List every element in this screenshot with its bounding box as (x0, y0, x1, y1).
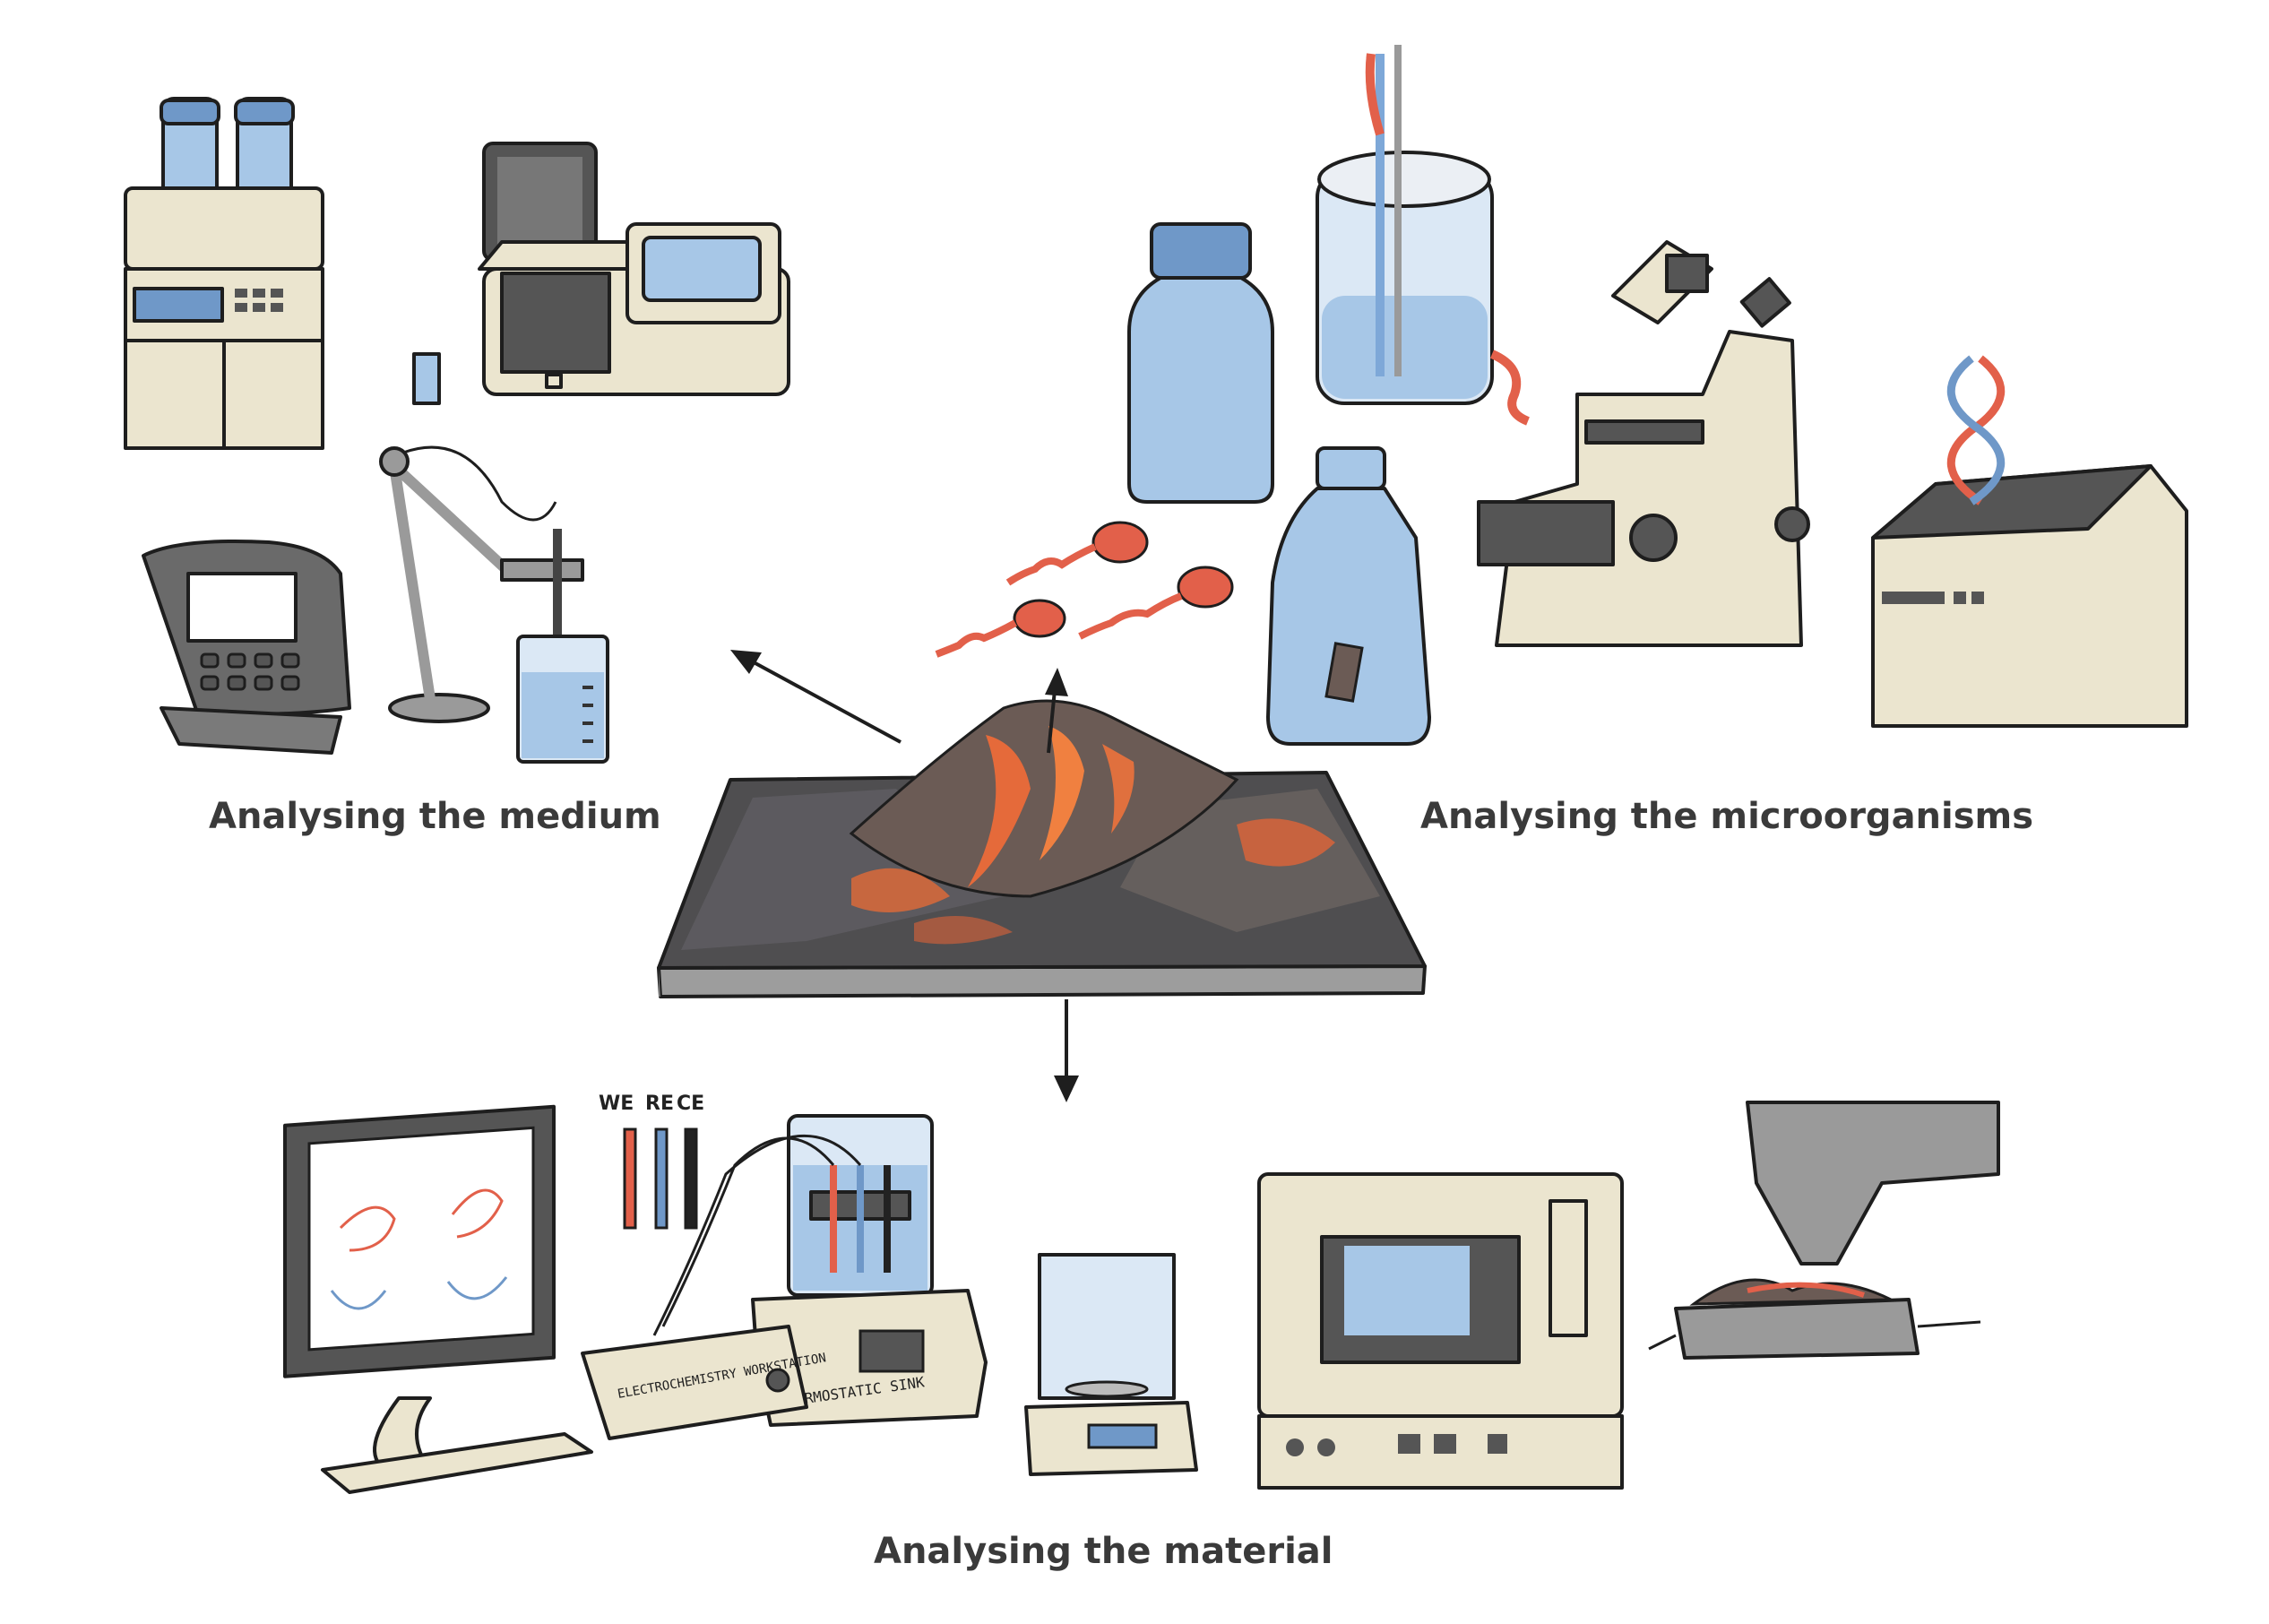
sem-instrument-icon (1257, 1172, 1624, 1490)
electrode-label-ce: CE (677, 1093, 704, 1115)
electrode-stand-icon (379, 445, 584, 723)
computer-monitor-icon (283, 1104, 593, 1494)
arrows (730, 650, 1079, 1102)
arrow-to-microorganisms-head (1045, 668, 1068, 696)
electrode-label-we: WE (599, 1093, 634, 1115)
cuvette-icon (412, 352, 441, 405)
biofilm-sample (657, 699, 1427, 998)
bacteria-icon (935, 521, 1234, 658)
afm-instrument-icon (1648, 1101, 2000, 1360)
arrow-to-medium-head (730, 650, 762, 674)
arrow-to-medium (743, 655, 902, 744)
culture-flask-icon (1266, 446, 1431, 746)
culture-bottle-icon (1127, 222, 1274, 504)
label-analysing-material: Analysing the material (874, 1531, 1333, 1572)
pcr-machine-icon (1871, 355, 2188, 728)
hplc-instrument-icon (124, 97, 324, 450)
electrochemical-cell-icon (652, 1114, 934, 1336)
electrochemistry-workstation-icon: ELECTROCHEMISTRY WORKSTATION (581, 1325, 827, 1440)
label-analysing-microorganisms: Analysing the microorganisms (1420, 796, 2034, 837)
electrode-label-re: RE (645, 1093, 674, 1115)
bioreactor-icon (1316, 45, 1531, 426)
inverted-microscope-icon (1477, 240, 1810, 647)
beaker-icon (516, 635, 609, 764)
ph-meter-icon (142, 540, 351, 755)
label-analysing-medium: Analysing the medium (209, 796, 661, 837)
spectrophotometer-icon (478, 142, 790, 396)
analytical-balance-icon (1024, 1253, 1198, 1476)
arrow-to-material-head (1054, 1075, 1079, 1102)
electrodes-icon: WE RE CE (599, 1093, 704, 1230)
